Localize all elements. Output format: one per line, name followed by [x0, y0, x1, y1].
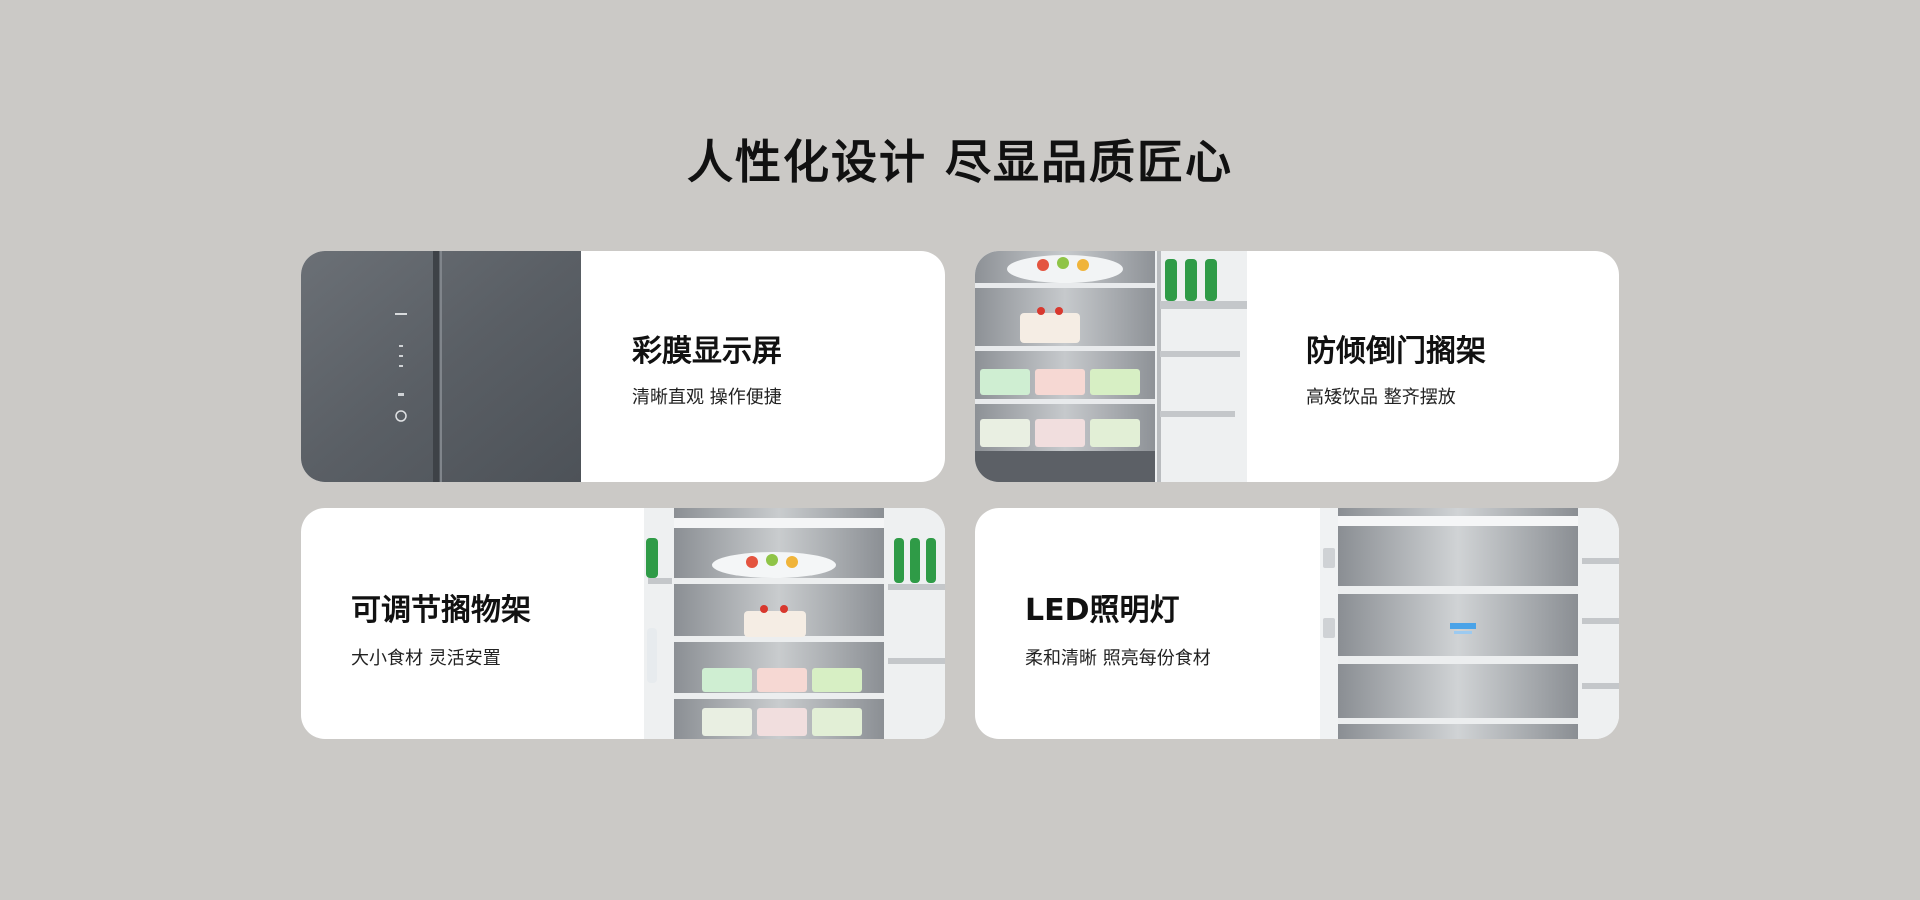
feature-title: 可调节搁物架 [351, 593, 531, 628]
feature-title: 防倾倒门搁架 [1306, 334, 1486, 369]
feature-subtitle: 大小食材 灵活安置 [351, 648, 501, 669]
feature-subtitle: 柔和清晰 照亮每份食材 [1025, 648, 1211, 669]
feature-subtitle: 高矮饮品 整齐摆放 [1306, 387, 1456, 408]
feature-card-color-display: 彩膜显示屏 清晰直观 操作便捷 [301, 251, 945, 482]
fridge-adjustable-shelf-image [644, 508, 945, 739]
feature-card-door-shelf: 防倾倒门搁架 高矮饮品 整齐摆放 [975, 251, 1619, 482]
feature-title: 彩膜显示屏 [632, 334, 782, 369]
fridge-closed-door-image [301, 251, 581, 482]
feature-card-adjustable-shelf: 可调节搁物架 大小食材 灵活安置 [301, 508, 945, 739]
fridge-door-shelf-image [975, 251, 1257, 482]
fridge-led-light-image [1320, 508, 1619, 739]
page-title: 人性化设计 尽显品质匠心 [686, 135, 1233, 189]
feature-card-led-light: LED照明灯 柔和清晰 照亮每份食材 [975, 508, 1619, 739]
feature-subtitle: 清晰直观 操作便捷 [632, 387, 782, 408]
feature-title: LED照明灯 [1025, 593, 1180, 628]
